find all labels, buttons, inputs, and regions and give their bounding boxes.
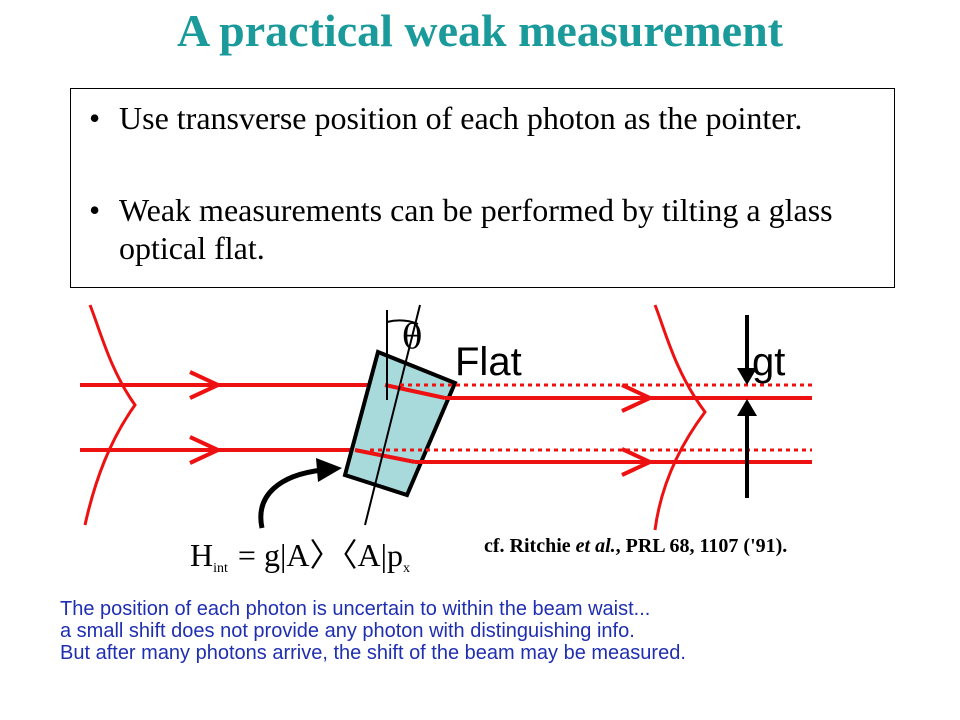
theta-label: θ [402,317,422,357]
bullet-item-2: • Weak measurements can be performed by … [83,191,883,267]
bullet-box: • Use transverse position of each photon… [70,88,895,288]
angle-arc [386,319,419,325]
beam-arrow-icon [621,383,655,413]
bullet-dot-icon: • [89,192,101,228]
bullet-item-1: • Use transverse position of each photon… [83,99,883,137]
optical-flat [342,349,458,498]
bullet-text-2: Weak measurements can be performed by ti… [119,192,833,266]
refracted-beam-upper [384,383,446,400]
beam-arrow-icon [189,435,223,465]
citation-etal: et al. [576,535,616,557]
caption-line-1: The position of each photon is uncertain… [60,598,651,620]
caption-line-3: But after many photons arrive, the shift… [60,642,686,664]
flat-label: Flat [455,340,522,384]
caption-line-2: a small shift does not provide any photo… [60,620,635,642]
hamiltonian-rhs: = g|A〉〈A|p [238,537,403,573]
shift-label: gt [752,340,785,384]
flat-axis-line [364,304,421,526]
left-beam-profile [83,304,137,526]
beam-arrow-icon [189,370,223,400]
hamiltonian-equation: Hint = g|A〉〈A|px [190,537,410,576]
shift-arrowhead-up-icon [737,399,757,416]
refracted-beam-lower [354,448,416,464]
hamiltonian-H-subscript: int [213,561,228,576]
interaction-curve-arrow [258,467,323,529]
citation: cf. Ritchie et al., PRL 68, 1107 ('91). [484,535,787,557]
caption: The position of each photon is uncertain… [60,598,940,664]
citation-prefix: cf. Ritchie [484,535,576,557]
bullet-dot-icon: • [89,100,101,136]
citation-suffix: , PRL 68, 1107 ('91). [616,535,788,557]
bullet-text-1: Use transverse position of each photon a… [119,100,803,136]
right-beam-profile [653,304,707,531]
shift-arrowhead-down-icon [737,368,757,385]
slide-title: A practical weak measurement [177,5,783,56]
beam-arrow-icon [621,447,655,477]
interaction-arrowhead-icon [316,458,342,482]
optical-flat-diagram: θ Flat gt Hint = g|A〉〈A|px cf. Ritchie et… [80,304,812,576]
hamiltonian-H: H [190,537,213,573]
hamiltonian-p-subscript: x [403,561,410,576]
